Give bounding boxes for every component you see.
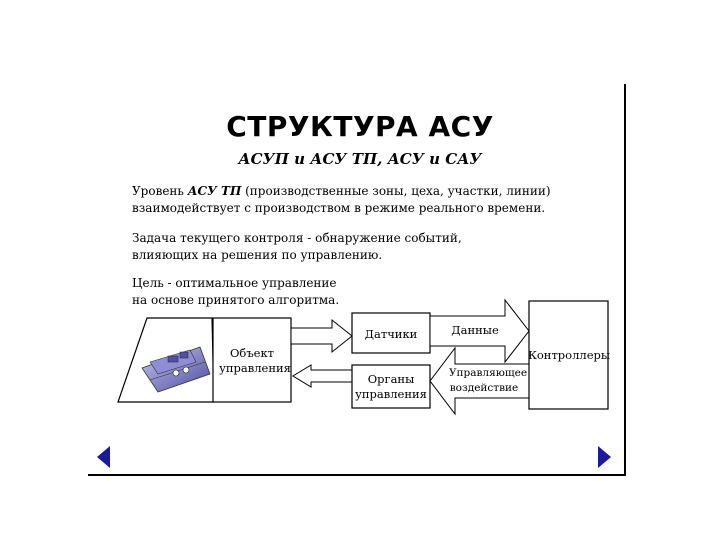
triangle-right-icon: [598, 446, 611, 468]
control-organs-label-line1: Органы: [368, 372, 415, 386]
control-action-label-line1: Управляющее: [449, 367, 527, 379]
paragraph-goal-line1: Цель - оптимальное управление: [132, 276, 337, 290]
control-action-arrow: [429, 346, 530, 416]
paragraph-level-emphasis: АСУ ТП: [187, 184, 242, 198]
prev-slide-button[interactable]: [97, 446, 111, 468]
object-label-line1: Объект: [230, 346, 274, 360]
paragraph-level-text-after: (производственные зоны, цеха, участки, л…: [241, 184, 551, 198]
paragraph-level-text: Уровень: [132, 184, 188, 198]
next-slide-button[interactable]: [598, 446, 612, 468]
control-organs-label-line2: управления: [355, 387, 427, 401]
controllers-label: Контроллеры: [528, 348, 610, 362]
paragraph-goal: Цель - оптимальное управление на основе …: [132, 275, 339, 309]
paragraph-task-line2: влияющих на решения по управлению.: [132, 248, 383, 262]
paragraph-goal-line2: на основе принятого алгоритма.: [132, 293, 340, 307]
production-trapezoid: [117, 317, 215, 403]
object-label-line2: управления: [219, 361, 291, 375]
slide-frame-right: [624, 84, 626, 476]
object-box: [212, 317, 292, 403]
slide-subtitle: АСУП и АСУ ТП, АСУ и САУ: [238, 150, 482, 168]
paragraph-level: Уровень АСУ ТП (производственные зоны, ц…: [132, 183, 551, 217]
sensors-box: [351, 312, 431, 354]
control-action-label-line2: воздействие: [450, 382, 518, 394]
data-arrow: [429, 298, 530, 364]
paragraph-task-line1: Задача текущего контроля - обнаружение с…: [132, 231, 462, 245]
machine-illustration: [141, 346, 211, 393]
paragraph-level-line1: Уровень АСУ ТП (производственные зоны, ц…: [132, 183, 551, 200]
controllers-box: [528, 300, 609, 410]
triangle-left-icon: [97, 446, 110, 468]
sensors-label: Датчики: [365, 327, 418, 341]
slide-title: СТРУКТУРА АСУ: [226, 110, 494, 143]
arrow-object-to-sensors: [290, 318, 353, 354]
slide-frame-bottom: [88, 474, 626, 476]
data-arrow-label: Данные: [451, 323, 499, 337]
control-organs-box: [351, 364, 431, 409]
paragraph-level-line2: взаимодействует с производством в режиме…: [132, 201, 546, 215]
arrow-organs-to-object: [292, 364, 353, 388]
paragraph-task: Задача текущего контроля - обнаружение с…: [132, 230, 462, 264]
